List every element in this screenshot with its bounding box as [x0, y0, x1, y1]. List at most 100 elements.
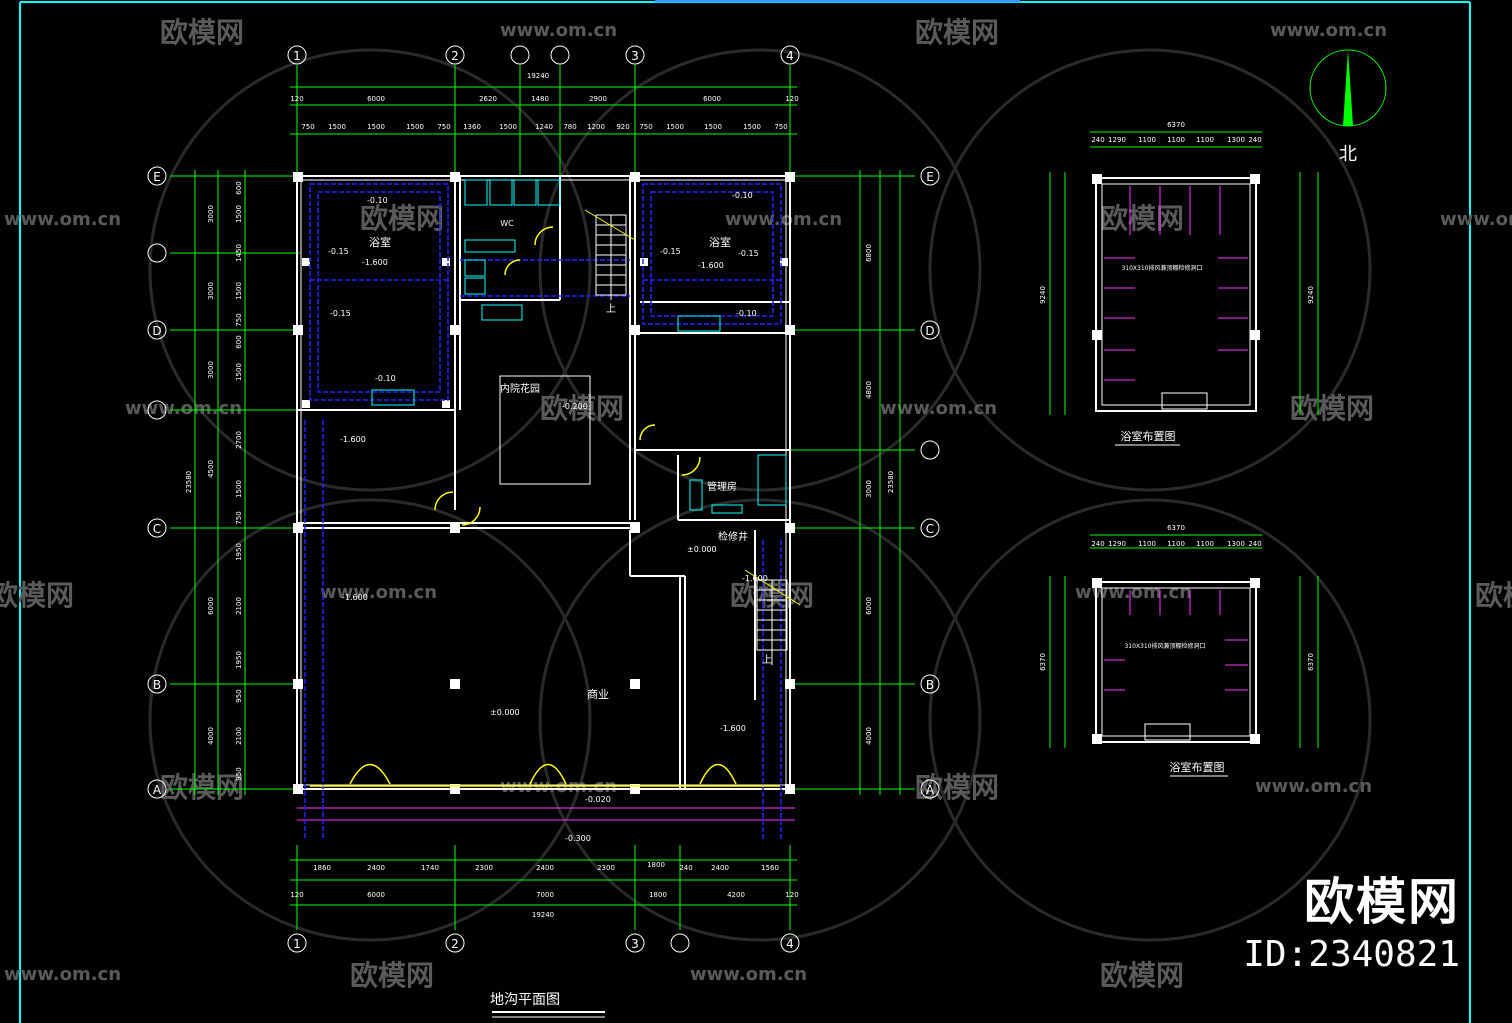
- axis-col-label: 2: [451, 937, 459, 951]
- dim: 1860: [313, 864, 331, 872]
- wm-brand: 欧模网: [360, 202, 444, 235]
- dim: 1290: [1108, 540, 1126, 548]
- axis-row-label: C: [926, 522, 934, 536]
- wm-brand: 欧模网: [915, 16, 999, 49]
- dim: 1500: [499, 123, 517, 131]
- level-mark: -0.020: [585, 795, 611, 804]
- dim: 1560: [761, 864, 779, 872]
- level-mark: -1.600: [698, 261, 724, 270]
- dim: 1500: [743, 123, 761, 131]
- wm-url: www.om.cn: [1075, 582, 1192, 603]
- detail-1: 6370 240 1290 1100 1100 1100 1300 240 31…: [1039, 121, 1319, 446]
- dim: 4000: [865, 727, 873, 745]
- dim: 1360: [463, 123, 481, 131]
- dim: 6000: [367, 95, 385, 103]
- dim: 2700: [235, 431, 243, 449]
- stair-up-label: 上: [762, 654, 772, 666]
- detail-2-side-dim: 6370: [1039, 653, 1047, 671]
- dim: 2400: [367, 864, 385, 872]
- dim: 1950: [235, 651, 243, 669]
- level-mark: ±0.000: [687, 545, 717, 554]
- dim: 6000: [703, 95, 721, 103]
- dim: 2400: [711, 864, 729, 872]
- detail-1-side-dim: 9240: [1039, 286, 1047, 304]
- dim: 750: [235, 313, 243, 326]
- dim-total-bottom: 19240: [532, 911, 554, 919]
- wm-url: www.om.cn: [500, 20, 617, 41]
- drawing-frame: [19, 0, 1471, 1023]
- axis-row-label: C: [153, 522, 161, 536]
- structural-columns: [293, 172, 795, 794]
- wm-url: www.om.cn: [690, 964, 807, 985]
- level-mark: -0.10: [736, 309, 757, 318]
- room-labels: 浴室 浴室 WC 内院花园 管理房 检修井 商业 上 上: [369, 219, 772, 701]
- dim: 120: [785, 891, 798, 899]
- dim-total-left: 23580: [185, 471, 193, 493]
- dim: 240: [1248, 540, 1261, 548]
- axis-row-label: A: [926, 783, 935, 797]
- wm-url: www.om.cn: [725, 209, 842, 230]
- north-label: 北: [1339, 144, 1357, 165]
- dim: 2300: [475, 864, 493, 872]
- dim: 1200: [587, 123, 605, 131]
- wm-brand: 欧模网: [1475, 579, 1512, 612]
- detail-1-total-dim: 6370: [1167, 121, 1185, 129]
- axis-row-label: D: [152, 324, 161, 338]
- dim: 3000: [207, 282, 215, 300]
- axis-col-label: 1: [293, 49, 301, 63]
- dim: 2400: [536, 864, 554, 872]
- level-mark: -0.10: [367, 196, 388, 205]
- dim: 240: [1091, 136, 1104, 144]
- dim: 750: [639, 123, 652, 131]
- dim: 750: [235, 511, 243, 524]
- watermark-id: ID:2340821: [1243, 934, 1460, 975]
- watermark-layer: [148, 48, 1372, 942]
- dim: 1740: [421, 864, 439, 872]
- dim: 240: [1091, 540, 1104, 548]
- dim: 1500: [235, 282, 243, 300]
- dim: 3000: [207, 205, 215, 223]
- detail-1-note: 310X310排风兼顶棚检修洞口: [1121, 264, 1202, 272]
- detail-2-total-dim: 6370: [1167, 524, 1185, 532]
- level-mark: -1.600: [342, 593, 368, 602]
- dim: 1240: [535, 123, 553, 131]
- dim: 600: [235, 181, 243, 194]
- dim: 1500: [328, 123, 346, 131]
- dim: 6000: [367, 891, 385, 899]
- main-plan-title-group: 地沟平面图: [490, 992, 605, 1018]
- wm-brand: 欧模网: [0, 579, 74, 612]
- dim: 1480: [531, 95, 549, 103]
- dim: 120: [785, 95, 798, 103]
- detail-2-side-dim: 6370: [1307, 653, 1315, 671]
- axis-row-label: D: [925, 324, 934, 338]
- wm-brand: 欧模网: [1290, 392, 1374, 425]
- dim: 600: [235, 335, 243, 348]
- building-walls: [296, 175, 795, 821]
- north-arrow: 北: [1309, 49, 1387, 165]
- dim: 240: [1248, 136, 1261, 144]
- wm-brand: 欧模网: [350, 959, 434, 992]
- dim: 4200: [727, 891, 745, 899]
- dim: 1100: [1167, 136, 1185, 144]
- dim: 7000: [536, 891, 554, 899]
- doors: [310, 226, 780, 787]
- level-marks: -0.10 -0.15 -1.600 -0.15 -0.10 -1.600 -0…: [328, 191, 768, 843]
- dim: 3000: [865, 480, 873, 498]
- dim: 4000: [207, 727, 215, 745]
- dimension-text: 19240 120 6000 2620 1480 2900 6000 120 7…: [290, 72, 798, 919]
- level-mark: -0.200: [562, 402, 588, 411]
- axis-row-label: A: [153, 783, 162, 797]
- room-label-garden: 内院花园: [500, 382, 540, 395]
- wm-brand: 欧模网: [915, 771, 999, 804]
- axis-col-label: 1: [293, 937, 301, 951]
- main-grid-lines: [170, 65, 915, 930]
- dim: 750: [437, 123, 450, 131]
- room-label-shaft: 检修井: [718, 530, 748, 543]
- dim-total-top: 19240: [527, 72, 549, 80]
- wm-brand: 欧模网: [1100, 202, 1184, 235]
- dim: 1300: [1227, 540, 1245, 548]
- axis-col-label: 3: [631, 937, 639, 951]
- dim: 1290: [1108, 136, 1126, 144]
- dim: 950: [235, 767, 243, 780]
